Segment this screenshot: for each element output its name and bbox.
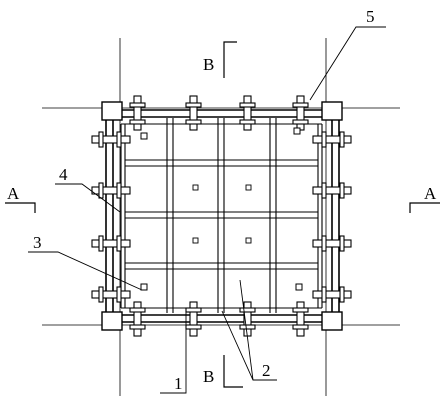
section-cut-a bbox=[5, 202, 440, 213]
grid-horizontal-bars bbox=[125, 159, 318, 270]
grid-vertical-bars bbox=[166, 118, 277, 313]
top-clamp-bolts bbox=[129, 95, 309, 131]
section-label-b-bottom: B bbox=[203, 367, 214, 386]
callout-label-1: 1 bbox=[174, 374, 183, 393]
inner-lining bbox=[120, 123, 323, 309]
corner-markers bbox=[140, 127, 303, 291]
leader-lines bbox=[28, 26, 386, 394]
formwork-frame bbox=[104, 104, 340, 330]
section-cut-b bbox=[223, 41, 243, 388]
callout-label-2: 2 bbox=[262, 361, 271, 380]
callout-label-4: 4 bbox=[59, 165, 68, 184]
bottom-clamp-bolts bbox=[129, 301, 309, 337]
right-clamp-bolts bbox=[312, 131, 352, 303]
section-label-a-right: A bbox=[424, 184, 437, 203]
section-label-b-top: B bbox=[203, 55, 214, 74]
anchor-squares bbox=[192, 184, 252, 244]
section-label-a-left: A bbox=[7, 184, 20, 203]
callout-label-3: 3 bbox=[33, 233, 42, 252]
callout-label-5: 5 bbox=[366, 7, 375, 26]
left-clamp-bolts bbox=[91, 131, 131, 303]
corner-joints bbox=[101, 101, 343, 331]
axis-lines bbox=[42, 38, 400, 396]
